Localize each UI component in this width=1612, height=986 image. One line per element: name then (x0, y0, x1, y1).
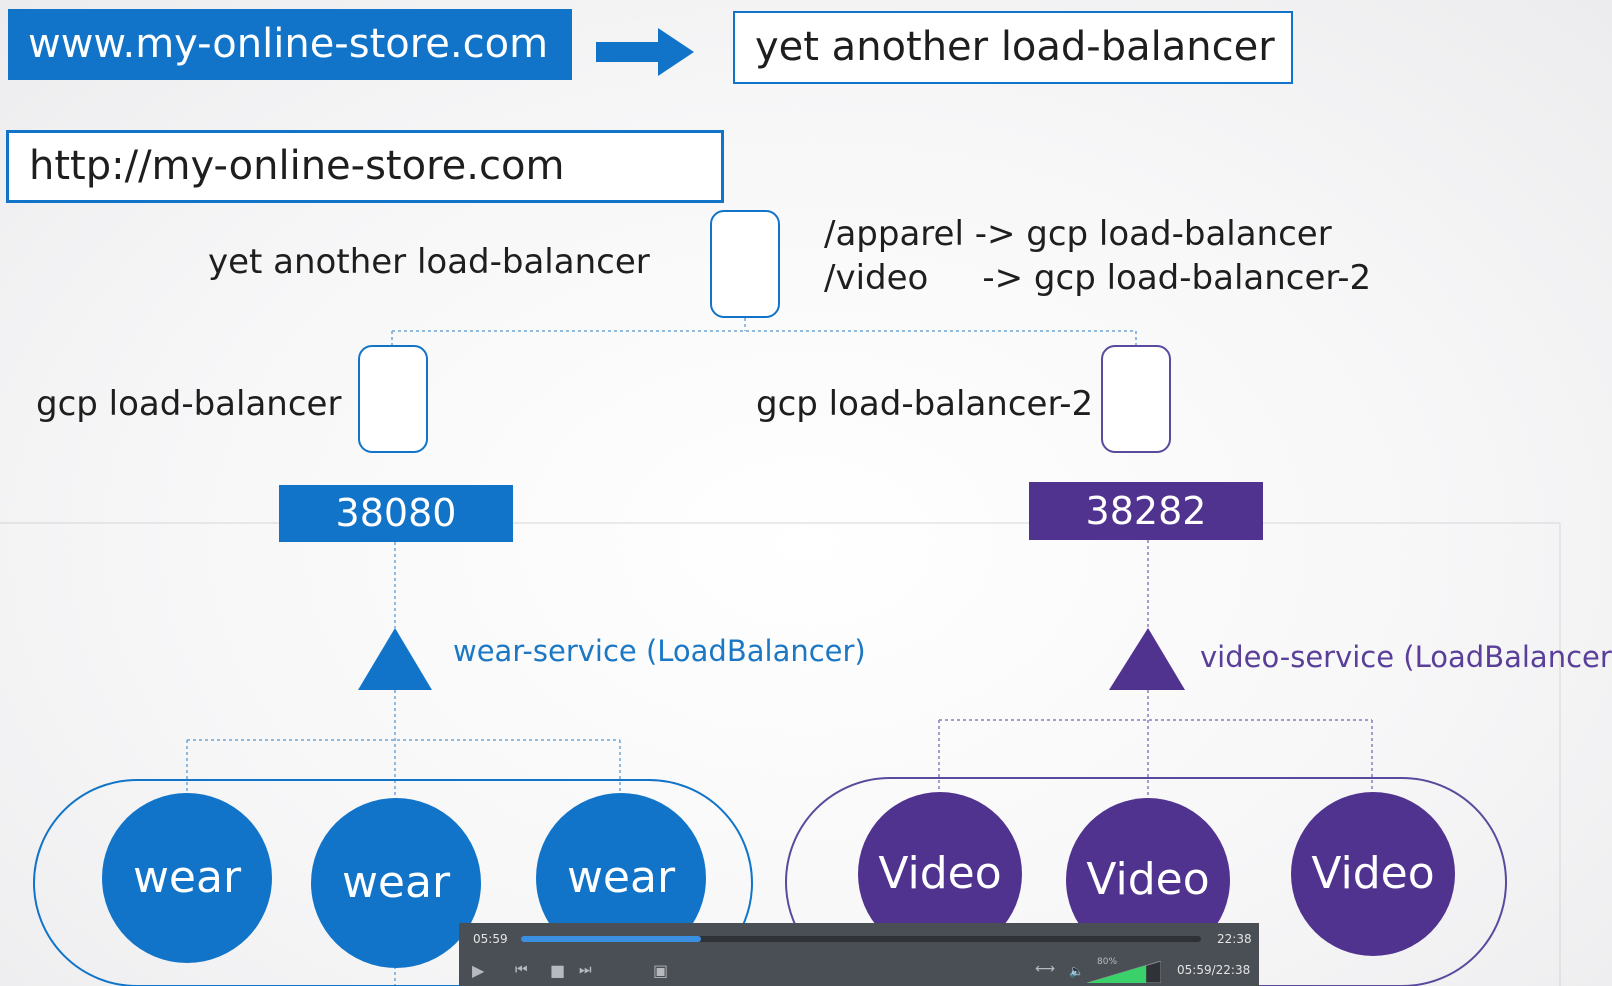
fullscreen-icon[interactable]: ▣ (653, 961, 669, 980)
left-port: 38080 (279, 485, 513, 542)
url-box: http://my-online-store.com (6, 130, 724, 203)
seek-bar[interactable] (521, 936, 1201, 942)
speaker-icon[interactable]: 🔈 (1069, 964, 1084, 978)
right-lb-node (1101, 345, 1171, 453)
total-time: 22:38 (1217, 932, 1252, 946)
time-readout: 05:59/22:38 (1177, 963, 1251, 977)
stop-icon[interactable]: ■ (550, 961, 566, 980)
wear-service-icon (358, 628, 432, 690)
domain-label: www.my-online-store.com (8, 9, 572, 80)
wear-pod-group (33, 779, 753, 986)
seek-progress (521, 936, 702, 942)
volume-label: 80% (1097, 957, 1118, 967)
video-pod: Video (1291, 792, 1455, 956)
volume-slider[interactable] (1087, 961, 1161, 983)
current-time: 05:59 (473, 932, 508, 946)
wear-pod: wear (102, 793, 272, 963)
wear-service-label: wear-service (LoadBalancer) (453, 634, 866, 668)
video-pod-group (785, 777, 1507, 986)
video-service-icon (1109, 628, 1185, 690)
routing-rule-video: /video -> gcp load-balancer-2 (824, 258, 1372, 298)
top-lb-label: yet another load-balancer (208, 242, 650, 282)
media-player-bar: 05:59 22:38 ▶ ⏮ ■ ⏭ ▣ ⟷ 🔈 80% 05:59/22:3… (459, 923, 1259, 986)
wear-pod: wear (311, 798, 481, 968)
play-icon[interactable]: ▶ (472, 961, 485, 980)
routing-rule-apparel: /apparel -> gcp load-balancer (824, 214, 1332, 254)
target-lb-label: yet another load-balancer (733, 11, 1293, 84)
next-icon[interactable]: ⏭ (579, 962, 592, 978)
left-lb-node (358, 345, 428, 453)
top-lb-node (710, 210, 780, 318)
loop-icon[interactable]: ⟷ (1035, 961, 1056, 977)
right-lb-label: gcp load-balancer-2 (756, 384, 1094, 424)
left-lb-label: gcp load-balancer (36, 384, 342, 424)
video-service-label: video-service (LoadBalancer) (1200, 640, 1612, 674)
previous-icon[interactable]: ⏮ (515, 962, 528, 978)
right-port: 38282 (1029, 482, 1263, 540)
right-arrow-icon (596, 28, 694, 76)
